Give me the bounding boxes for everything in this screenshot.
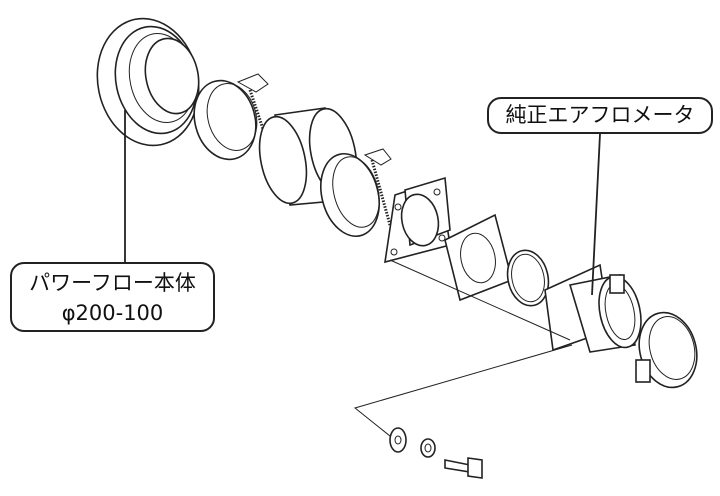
hose-clamp	[193, 73, 272, 161]
spring-washer	[420, 438, 436, 458]
leader-line	[591, 133, 601, 296]
assembly-line	[389, 259, 571, 341]
assembly-line	[353, 344, 573, 441]
airflow-meter	[544, 263, 642, 353]
powerflow-body-name: パワーフロー本体	[29, 271, 196, 295]
flat-washer	[389, 427, 407, 453]
powerflow-filter-body	[96, 17, 200, 147]
gasket	[444, 213, 513, 302]
hose-clamp	[320, 148, 392, 238]
bolt	[444, 457, 483, 479]
o-ring	[506, 249, 550, 307]
powerflow-body-size: φ200-100	[61, 301, 164, 325]
hose-clamp	[635, 311, 698, 389]
powerflow-body-label: パワーフロー本体 φ200-100	[10, 262, 215, 332]
flange-adapter	[384, 176, 451, 264]
airflow-meter-label: 純正エアフロメータ	[487, 97, 713, 134]
